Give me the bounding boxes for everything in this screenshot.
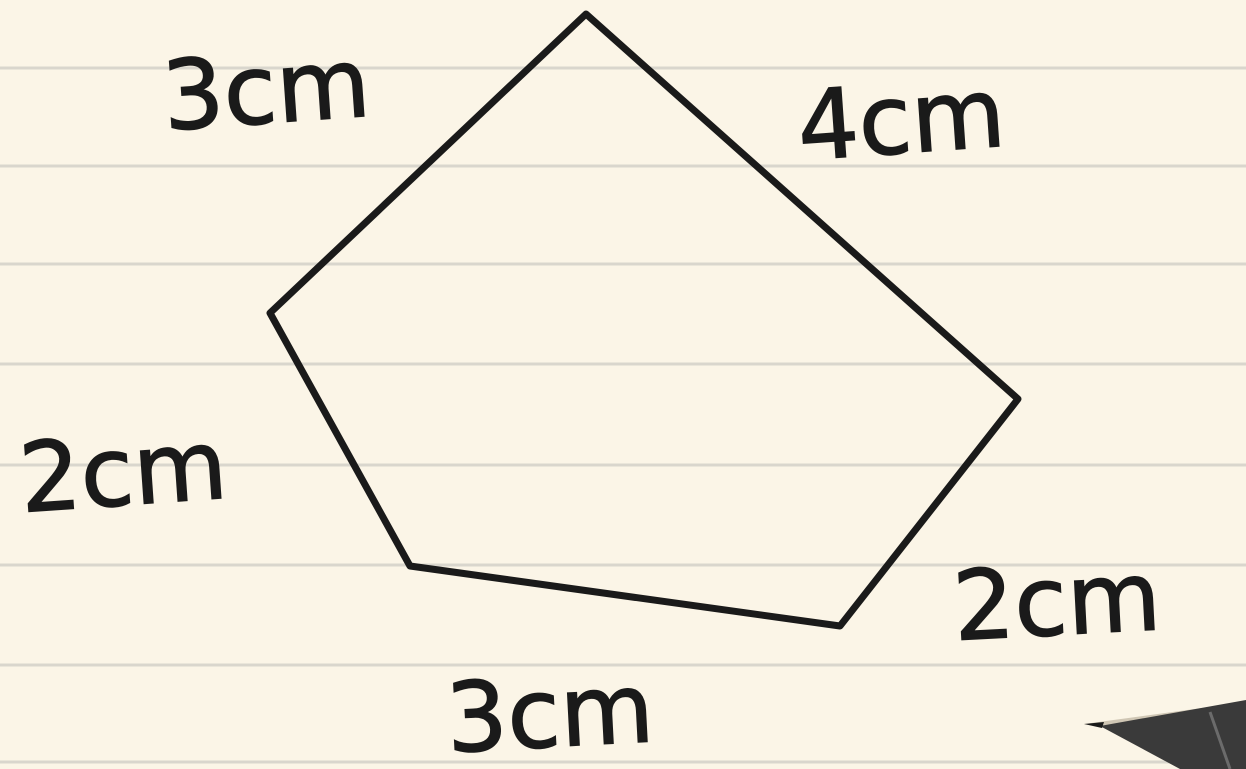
pencil-lead: [1084, 722, 1104, 728]
pencil-body: [1100, 700, 1246, 769]
side-label-top-right: 4cm: [794, 57, 1009, 183]
side-label-bottom: 3cm: [443, 652, 656, 769]
pentagon-shape: [266, 10, 1022, 630]
pencil-facet: [1208, 711, 1232, 769]
side-label-top-left: 3cm: [159, 27, 374, 153]
side-label-right: 2cm: [950, 540, 1163, 663]
pencil-tip-icon: [1084, 700, 1246, 769]
ruled-lines: [0, 66, 1246, 764]
side-label-left: 2cm: [16, 409, 231, 535]
